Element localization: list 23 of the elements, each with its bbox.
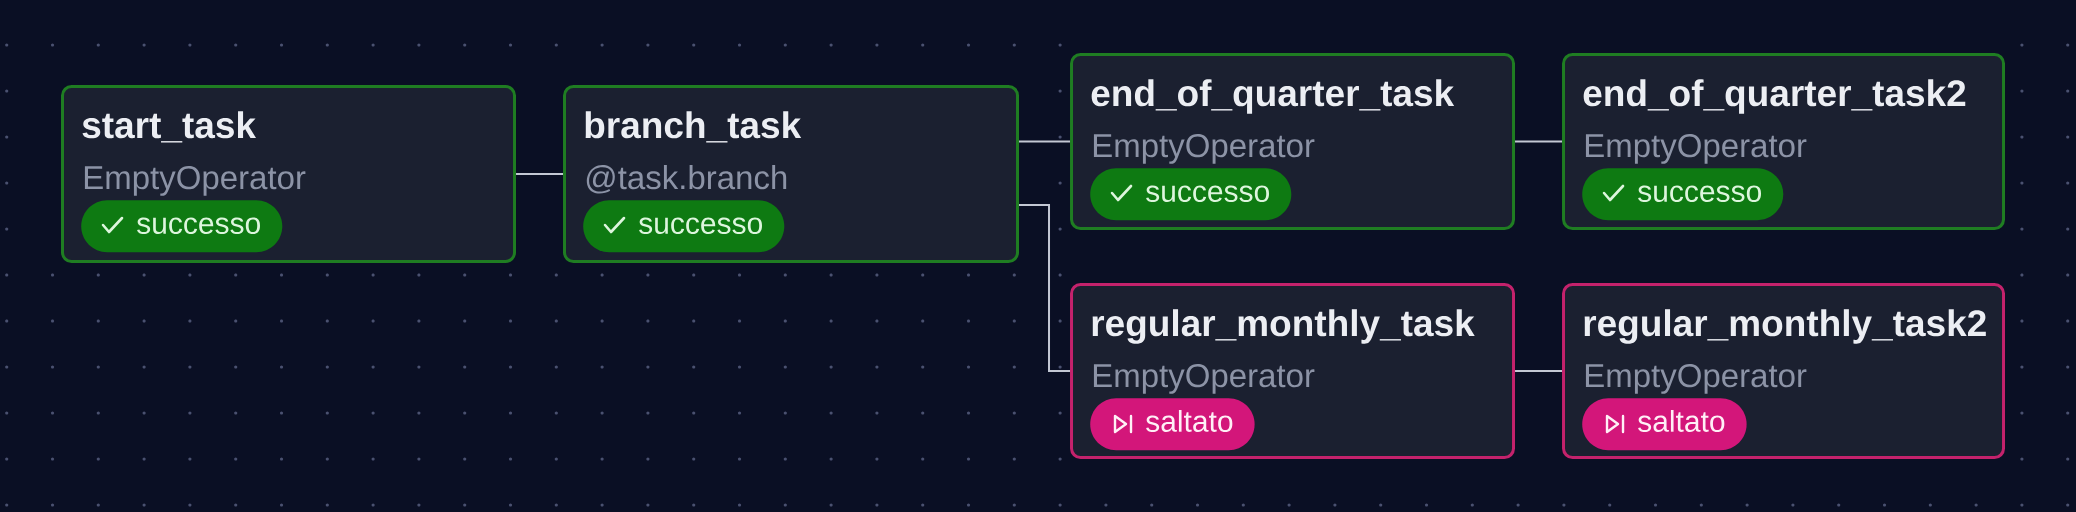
connector-line xyxy=(1018,204,1071,372)
operator-label: EmptyOperator xyxy=(1585,133,1807,164)
operator-label: @task.branch xyxy=(586,165,787,194)
operator-label: EmptyOperator xyxy=(1585,363,1807,394)
task-name: regular_monthly_task xyxy=(1092,309,1475,344)
operator-label: EmptyOperator xyxy=(1093,133,1315,164)
operator-label: EmptyOperator xyxy=(1093,363,1315,394)
connector-line xyxy=(1514,140,1563,143)
status-badge: successo xyxy=(81,200,283,253)
task-name: start_task xyxy=(82,111,257,143)
status-badge: successo xyxy=(583,200,785,253)
connector-line xyxy=(515,173,564,175)
status-badge: successo xyxy=(1582,168,1784,221)
task-name: end_of_quarter_task xyxy=(1091,79,1455,114)
status-badge: successo xyxy=(1090,168,1292,221)
status-badge: saltato xyxy=(1090,398,1255,451)
operator-label: EmptyOperator xyxy=(84,165,306,196)
task-name: branch_task xyxy=(585,111,802,143)
task-name: regular_monthly_task2 xyxy=(1584,309,1986,344)
task-name: end_of_quarter_task2 xyxy=(1583,79,1966,114)
connector-line xyxy=(1514,370,1563,372)
connector-line xyxy=(1018,140,1071,143)
status-badge: saltato xyxy=(1582,398,1747,451)
